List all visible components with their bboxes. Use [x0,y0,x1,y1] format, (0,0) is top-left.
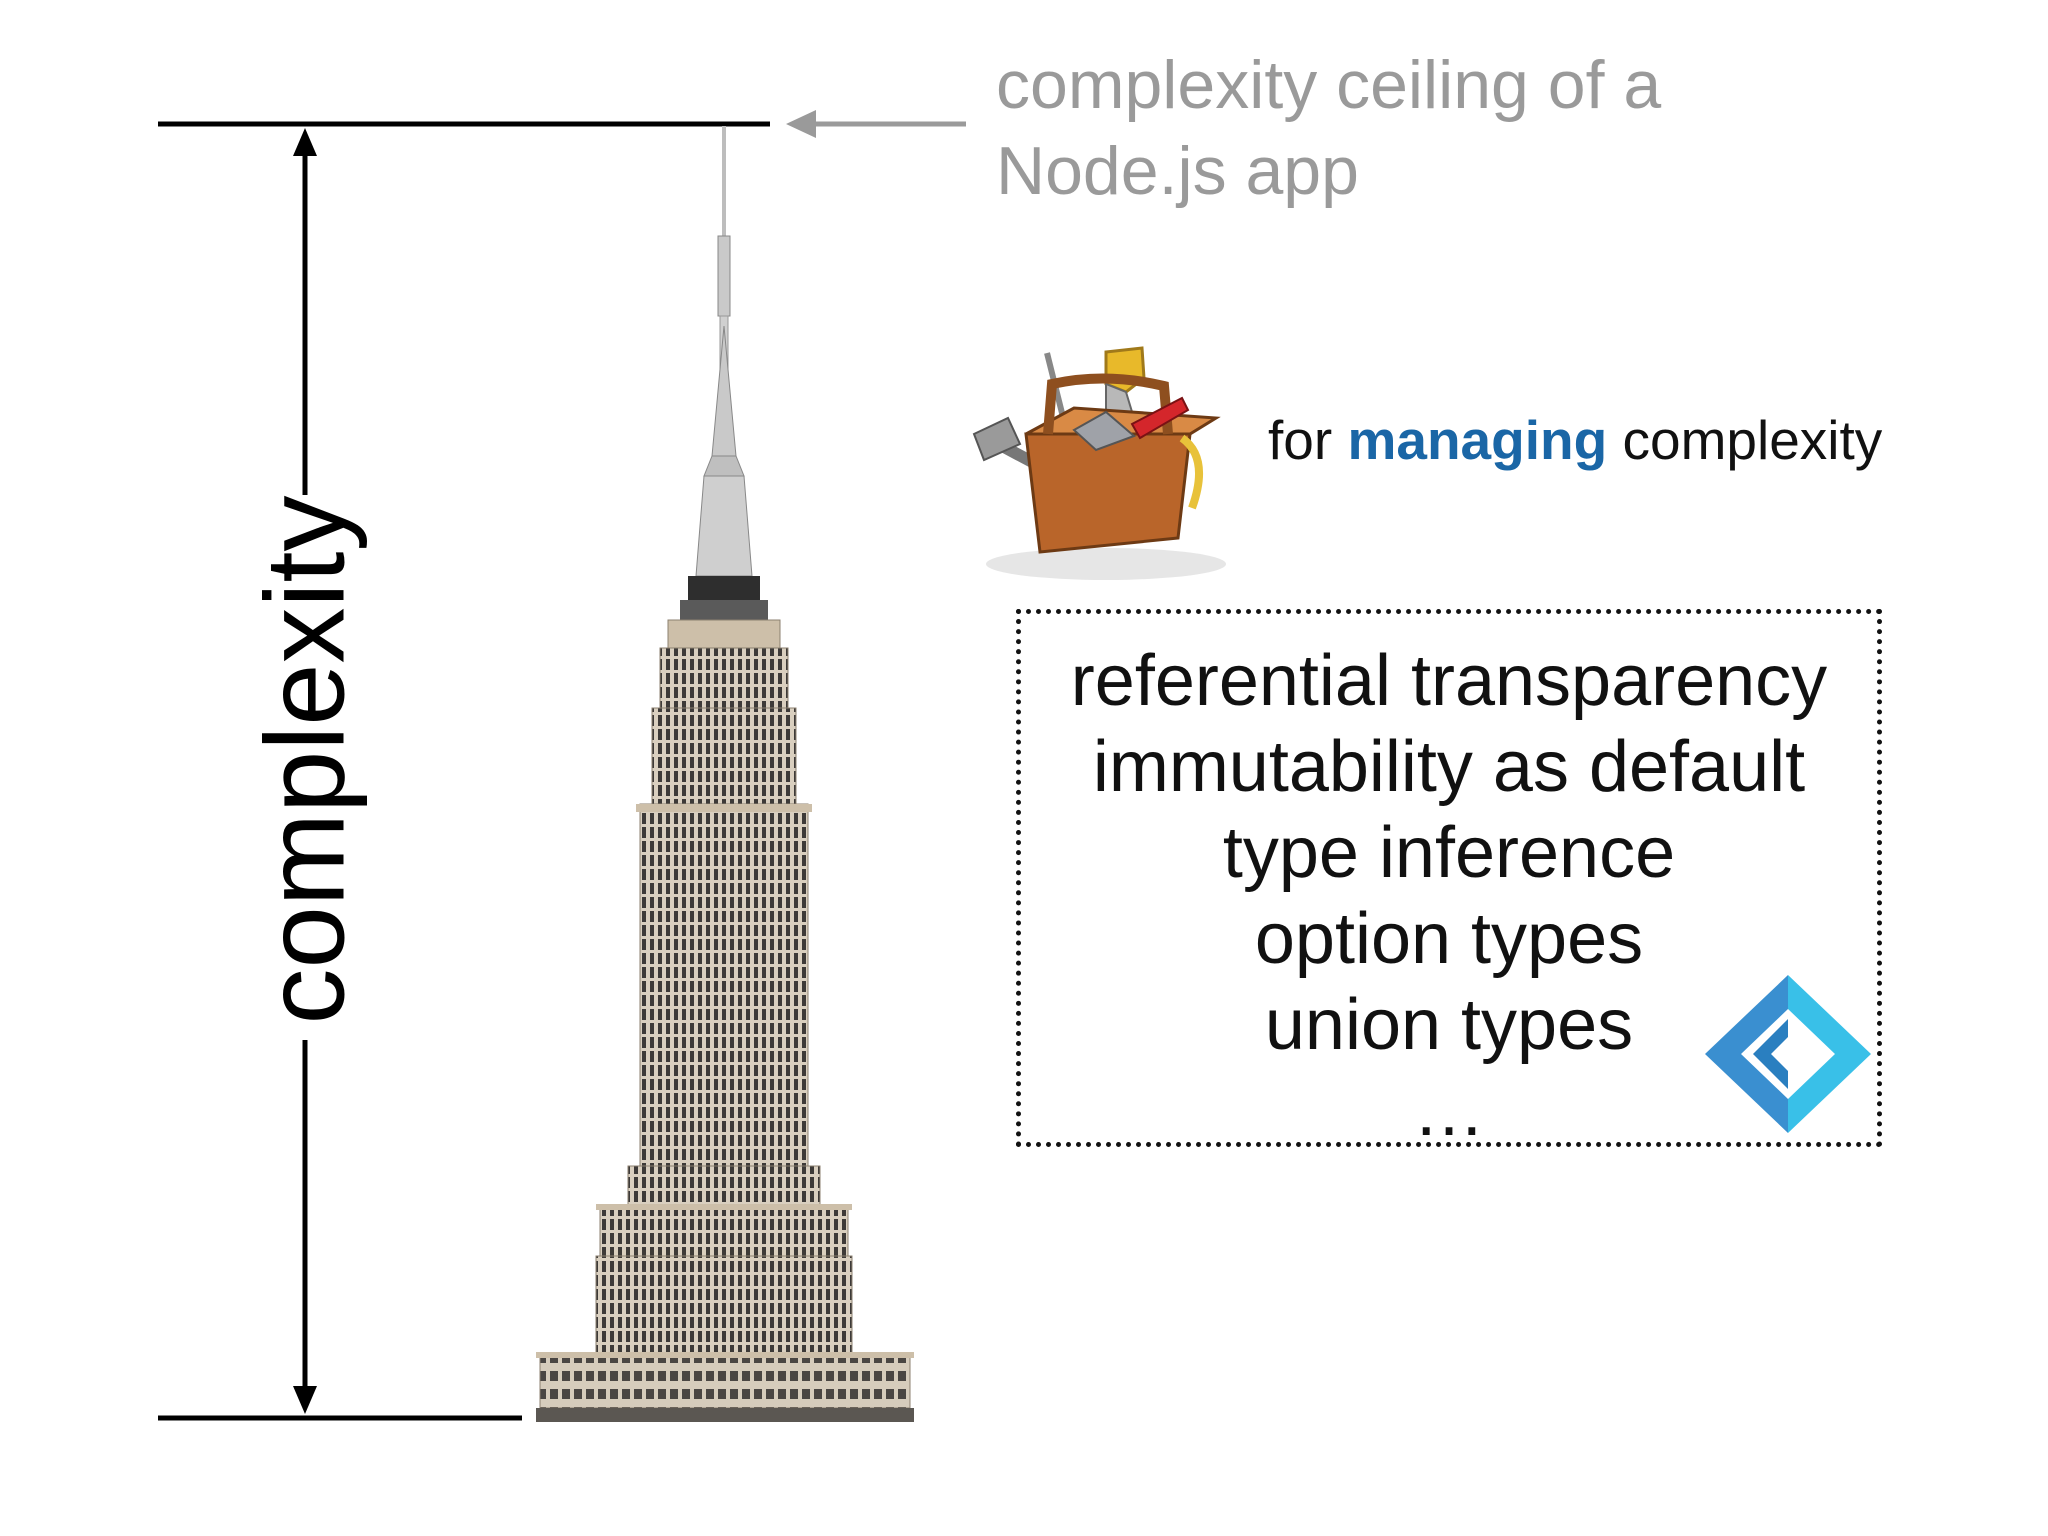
feature-item: immutability as default [1092,727,1806,807]
feature-item: referential transparency [1070,641,1828,721]
complexity-axis-label: complexity [242,495,368,1025]
feature-item: union types [1264,985,1634,1065]
ceiling-caption-line1: complexity ceiling of a [996,47,1662,123]
managing-complexity-text: for managing complexity [1268,408,1882,472]
feature-list: referential transparency immutability as… [1021,638,1877,1154]
empire-state-building [536,126,914,1422]
fsharp-logo-icon [1705,975,1871,1133]
feature-item: … [1413,1071,1485,1151]
ceiling-pointer-arrow [786,110,966,138]
managing-prefix: for [1268,409,1333,471]
managing-highlight: managing [1347,409,1608,471]
complexity-arrow [293,128,317,1414]
feature-item: type inference [1222,813,1676,893]
feature-item: option types [1254,899,1644,979]
toolbox-icon [972,346,1226,580]
features-box: referential transparency immutability as… [1016,609,1882,1151]
managing-suffix: complexity [1622,409,1883,471]
ceiling-caption-line2: Node.js app [996,133,1359,209]
ceiling-caption: complexity ceiling of a Node.js app [996,42,1661,214]
